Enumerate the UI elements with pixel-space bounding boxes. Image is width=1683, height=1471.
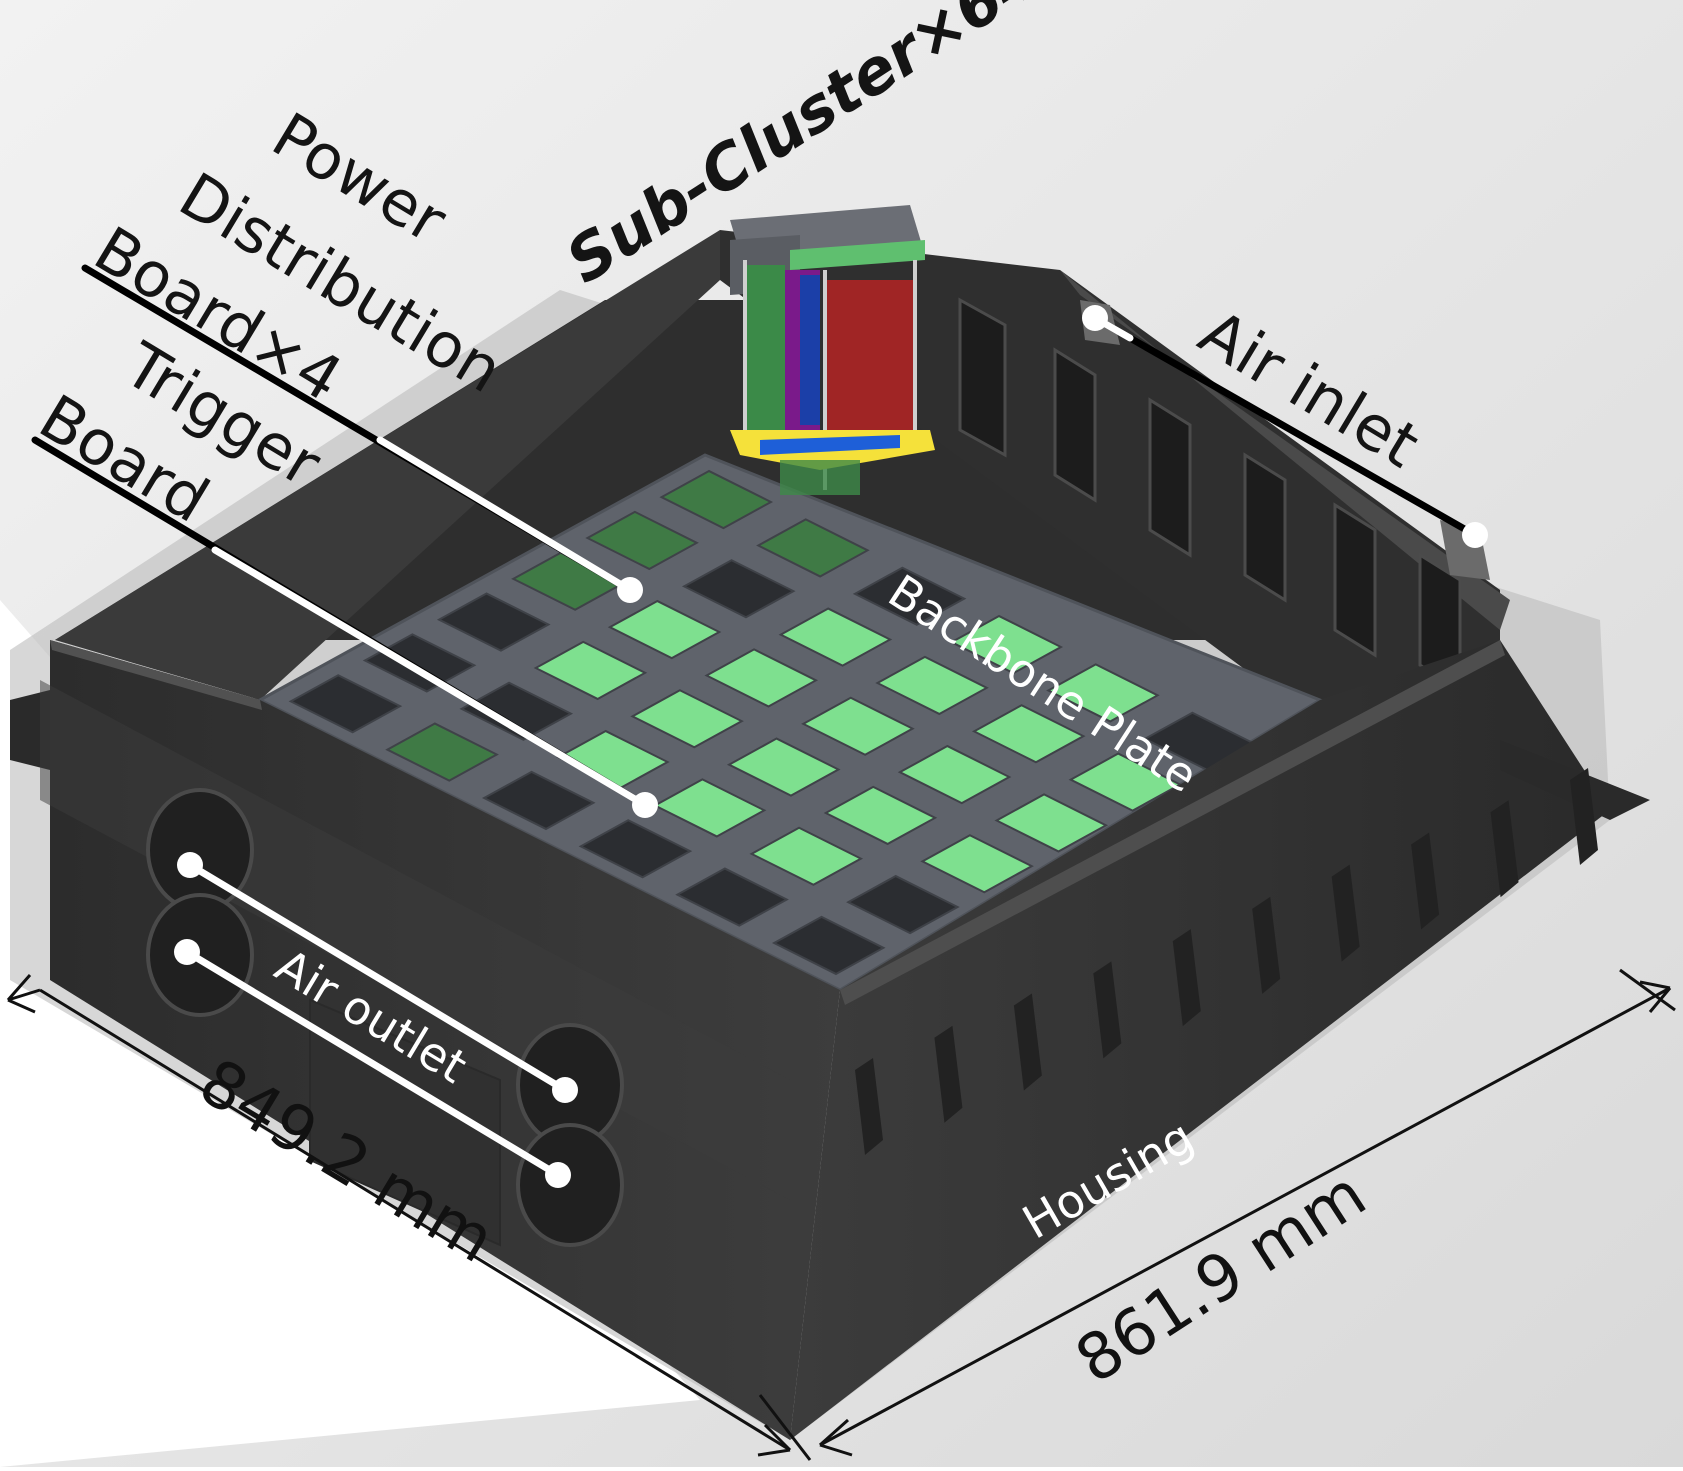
backbone-cell (704, 648, 819, 708)
backbone-cell (920, 834, 1034, 894)
wall-gussets (855, 768, 1598, 1155)
backbone-cell (823, 785, 938, 846)
backbone-cell (675, 867, 789, 927)
backbone-cell (749, 826, 864, 886)
power-board-marker (617, 577, 643, 603)
air-inlet-marker-1 (1082, 305, 1108, 331)
gusset (1013, 993, 1042, 1091)
backbone-cell (385, 722, 499, 782)
backbone-cell (630, 689, 744, 749)
trigger-board-marker (632, 792, 658, 818)
backbone-cell (778, 607, 893, 667)
gusset (1490, 800, 1519, 898)
backbone-cell (578, 819, 693, 879)
backbone-cell (362, 633, 477, 693)
air-inlet-marker-2 (1462, 522, 1488, 548)
air-outlet-marker-1 (177, 852, 203, 878)
backbone-cell (681, 559, 796, 619)
backbone-cell (971, 704, 1086, 764)
backbone-cell (436, 592, 551, 652)
gusset (855, 1058, 883, 1155)
air-outlet-marker-3 (174, 939, 200, 965)
backbone-cell (533, 640, 648, 701)
backbone-cell (875, 655, 989, 716)
gusset (1570, 768, 1598, 865)
air-outlet-marker-4 (545, 1162, 571, 1188)
air-outlet-marker-2 (552, 1077, 578, 1103)
backbone-cell (459, 681, 574, 741)
leader-lines (31, 264, 1488, 1188)
gusset (1252, 896, 1281, 994)
gusset (1331, 864, 1360, 962)
front-right-wall (790, 640, 1610, 1440)
sub-cluster-module (730, 205, 935, 495)
backbone-cell (994, 793, 1109, 853)
backbone-cell (659, 469, 774, 530)
backbone-cell (949, 614, 1064, 675)
outlet-box (309, 998, 501, 1247)
backbone-cell (1068, 752, 1183, 812)
front-right-rim (840, 640, 1505, 1005)
backbone-cell (852, 566, 967, 626)
backbone-cell (846, 874, 960, 935)
gusset (934, 1025, 963, 1123)
air-inlet-slots (958, 297, 1462, 693)
backbone-cell (288, 674, 403, 734)
backbone-cells (288, 469, 1257, 976)
backbone-cell (771, 915, 886, 976)
front-left-rim (50, 640, 262, 710)
dimension-lines (6, 968, 1676, 1461)
backbone-cell (756, 518, 870, 578)
backbone-cell (801, 696, 915, 756)
gusset (1093, 961, 1122, 1059)
back-right-rim (1060, 270, 1510, 630)
backbone-cell (481, 770, 596, 831)
backbone-cell (897, 744, 1012, 805)
back-left-wall (55, 230, 720, 700)
backbone-cell (726, 737, 841, 797)
gusset (1411, 832, 1440, 930)
backbone-cell (585, 510, 699, 571)
gusset (1172, 929, 1201, 1027)
backbone-cell (1046, 663, 1160, 723)
backbone-cell (652, 778, 767, 838)
backbone-cell (607, 599, 722, 660)
